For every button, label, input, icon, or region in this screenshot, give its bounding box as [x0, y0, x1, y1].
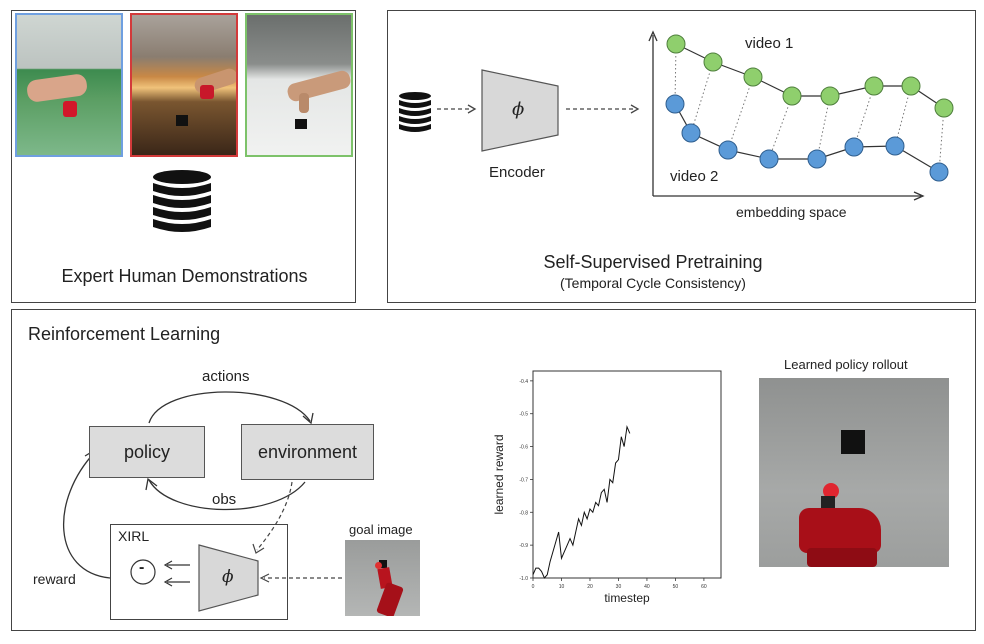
environment-box: environment [241, 424, 374, 480]
rollout-label: Learned policy rollout [784, 357, 908, 372]
y-tick-label: -0.6 [519, 445, 528, 451]
goal-image [345, 540, 420, 616]
x-tick-label: 10 [559, 584, 565, 590]
env-to-xirl-arrow [256, 481, 293, 551]
y-axis-label: learned reward [492, 434, 506, 514]
video2-node [844, 137, 864, 157]
demo-image-2 [130, 13, 238, 157]
demonstrations-panel: Expert Human Demonstrations [11, 10, 356, 303]
xirl-encoder-block [198, 544, 259, 612]
policy-label: policy [123, 442, 171, 462]
video2-node [885, 136, 905, 156]
encoder-label: Encoder [489, 164, 545, 181]
rl-diagram [62, 391, 342, 612]
x-tick-label: 50 [673, 584, 679, 590]
rl-title: Reinforcement Learning [28, 324, 221, 344]
policy-box: policy [89, 426, 205, 478]
y-tick-label: -0.5 [519, 412, 528, 418]
environment-label: environment [257, 442, 358, 462]
embedding-axis-label: embedding space [736, 204, 847, 220]
video2-node [718, 140, 738, 160]
x-tick-label: 0 [532, 584, 535, 590]
video2-label: video 2 [670, 168, 719, 185]
video1-label: video 1 [745, 35, 794, 52]
video1-node [782, 86, 802, 106]
video2-node [807, 149, 827, 169]
x-axis-label: timestep [604, 591, 650, 605]
video2-node [759, 149, 779, 169]
y-tick-label: -0.9 [519, 543, 528, 549]
x-tick-label: 20 [587, 584, 593, 590]
video1-node [666, 34, 686, 54]
xirl-label: XIRL [118, 528, 150, 544]
xirl-box [110, 524, 288, 620]
video1-node [743, 67, 763, 87]
database-icon [153, 170, 211, 232]
reward-series-line [532, 425, 631, 579]
video1-node [901, 76, 921, 96]
video2-node [681, 123, 701, 143]
y-tick-label: -0.7 [519, 477, 528, 483]
obs-label: obs [212, 491, 237, 508]
y-tick-label: -1.0 [519, 576, 528, 582]
actions-label: actions [202, 368, 250, 385]
encoder-symbol: ϕ [512, 99, 525, 120]
demonstrations-caption: Expert Human Demonstrations [61, 266, 308, 286]
reward-arrow [62, 451, 111, 579]
obs-arrow [148, 479, 306, 511]
minus-symbol: - [139, 559, 145, 576]
rl-panel: Reinforcement Learning policy environmen… [11, 309, 976, 631]
video1-node [934, 98, 954, 118]
database-icon [399, 92, 431, 132]
y-tick-label: -0.8 [519, 510, 528, 516]
video1-node [864, 76, 884, 96]
chart-plot-area [532, 370, 722, 579]
y-tick-label: -0.4 [519, 379, 528, 385]
encoder-block [481, 69, 559, 152]
learned-reward-chart: 0 10 20 30 40 50 60 -1.0 -0.9 -0.8 -0.7 -0.6 -0.5 -0.… [492, 370, 722, 605]
pretraining-subtitle: (Temporal Cycle Consistency) [560, 275, 746, 291]
x-tick-label: 30 [616, 584, 622, 590]
video2-node [929, 162, 949, 182]
video2-node [665, 94, 685, 114]
video1-node [703, 52, 723, 72]
actions-arrow [148, 391, 311, 424]
rollout-image [759, 378, 949, 567]
xirl-encoder-symbol: ϕ [222, 567, 234, 587]
video1-node [820, 86, 840, 106]
pretraining-panel: ϕ Encoder video 1 video 2 embedding spac… [387, 10, 976, 303]
pretraining-title: Self-Supervised Pretraining [543, 252, 763, 272]
difference-node [130, 559, 156, 585]
pretraining-graphic [399, 30, 954, 201]
x-tick-label: 60 [701, 584, 707, 590]
demo-image-1 [15, 13, 123, 157]
reward-label: reward [33, 571, 76, 587]
demo-image-3 [245, 13, 353, 157]
x-tick-label: 40 [644, 584, 650, 590]
goal-image-label: goal image [349, 522, 413, 537]
